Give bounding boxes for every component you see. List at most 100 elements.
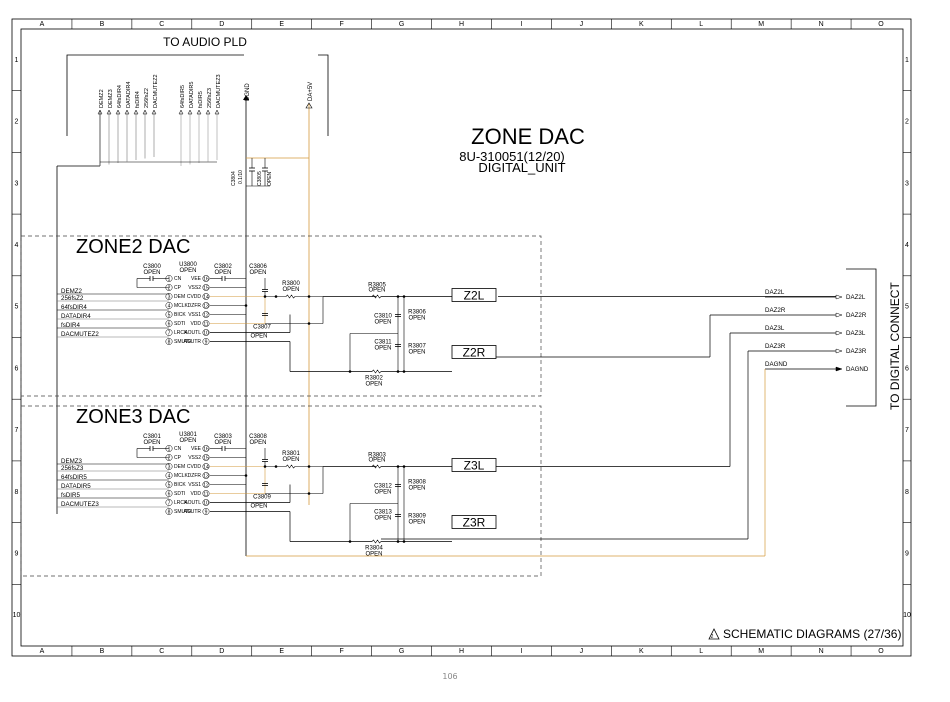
ic-pin-name: SMUTE — [174, 509, 192, 515]
grid-col-label-bottom: O — [878, 648, 884, 655]
junction-dot — [274, 295, 278, 298]
grid-col-label-top: K — [639, 21, 644, 28]
bus-arrow-icon — [214, 109, 220, 115]
ic-pin-left — [165, 293, 173, 300]
c-r-ref: C3813 — [374, 510, 392, 516]
c3804-value: 0.1/10 — [238, 170, 244, 184]
grid-col-label-top: A — [40, 21, 45, 28]
bus-arrow-icon — [106, 109, 112, 115]
ic-pin-name: BICK — [174, 312, 186, 318]
resistor-symbol — [285, 464, 296, 469]
grid-col-label-top: I — [520, 21, 522, 28]
grid-col-label-bottom: N — [819, 648, 824, 655]
connector-pin-label: DAGND — [846, 366, 869, 373]
grid-col-label-bottom: E — [279, 648, 284, 655]
ic-pin-name: LRCK — [174, 500, 188, 506]
input-label: DACMUTEZ2 — [61, 331, 99, 338]
ic-pin-right — [202, 320, 210, 327]
ic-value: OPEN — [179, 438, 196, 444]
ic-pin-right — [202, 338, 210, 345]
r-main-value: OPEN — [282, 457, 299, 463]
ic-pin-right — [202, 284, 210, 291]
connector-arrow-icon — [835, 366, 843, 372]
ic-pin-left — [165, 329, 173, 336]
footer-label: SCHEMATIC DIAGRAMS (27/36) — [723, 627, 901, 641]
junction-dot — [348, 370, 352, 373]
junction-dot — [307, 465, 311, 468]
junction-dot — [396, 540, 400, 543]
digital-connector: TO DIGITAL CONNECT — [846, 268, 902, 410]
grid-row-label-right: 3 — [905, 180, 909, 187]
ic-pin-right — [202, 293, 210, 300]
c-r-value: OPEN — [374, 516, 391, 522]
junction-dot — [396, 465, 400, 468]
ic-pin-number: 6 — [168, 491, 171, 497]
bus-left-label: fsDIR4 — [135, 91, 141, 108]
r-l-value: OPEN — [368, 288, 385, 294]
grid-col-label-bottom: I — [520, 648, 522, 655]
c-l-value: OPEN — [374, 490, 391, 496]
zone-outline — [20, 405, 542, 577]
ic-pin-right — [202, 499, 210, 506]
net-label: DAZ3R — [765, 343, 786, 350]
ic-pin-number: 8 — [168, 509, 171, 515]
ic-pin-name: VEE — [191, 276, 202, 282]
ic-pin-number: 4 — [168, 303, 171, 309]
resistor-symbol — [371, 464, 382, 469]
output-tag-r: Z2R — [463, 346, 486, 360]
ic-pin-number: 1 — [168, 446, 171, 452]
input-label: 64fsDIR5 — [61, 474, 87, 481]
c-r-ref: C3811 — [374, 340, 392, 346]
grid-row-label-right: 9 — [905, 550, 909, 557]
ic-pin-number: 3 — [168, 294, 171, 300]
connector-arrow-icon — [835, 348, 843, 354]
r-l2-value: OPEN — [408, 316, 425, 322]
input-label: DEMZ2 — [61, 288, 83, 295]
ic-pin-number: 4 — [168, 473, 171, 479]
ic-pin-number: 7 — [168, 330, 171, 336]
input-label: 256fsZ2 — [61, 295, 84, 302]
net-label: DAZ3L — [765, 325, 785, 332]
connector-pin-label: DAZ2L — [846, 294, 866, 301]
ic-pin-number: 8 — [168, 339, 171, 345]
connector-pin-label: DAZ3L — [846, 330, 866, 337]
grid-row-label-left: 7 — [15, 427, 19, 434]
c-dec-value: OPEN — [249, 270, 266, 276]
da5v-label: DA+5V — [308, 82, 314, 101]
c-l-value: OPEN — [374, 320, 391, 326]
input-label: DATADIR5 — [61, 483, 91, 490]
grid-row-label-right: 5 — [905, 304, 909, 311]
page-number: 106 — [442, 672, 458, 681]
r-l2-value: OPEN — [408, 486, 425, 492]
c-dec-value: OPEN — [249, 440, 266, 446]
r-main-ref: R3800 — [282, 281, 300, 287]
grid-row-label-right: 1 — [905, 57, 909, 64]
grid-row-label-right: 6 — [905, 365, 909, 372]
input-label: 256fsZ3 — [61, 465, 84, 472]
grid-col-label-top: M — [758, 21, 764, 28]
bus-right-label: DATADIR5 — [189, 82, 195, 108]
junction-dot — [274, 465, 278, 468]
junction-dot — [402, 295, 406, 298]
ic-pin-name: BICK — [174, 482, 186, 488]
c-in-value: OPEN — [143, 440, 160, 446]
ic-pin-number: 9 — [205, 509, 208, 515]
bus-left-label: 256fsZ2 — [144, 88, 150, 108]
ic-pin-name: SDTI — [174, 321, 185, 327]
junction-dot — [307, 492, 311, 495]
ic-pin-right — [202, 275, 210, 282]
junction-dot — [263, 295, 267, 298]
ic-pin-name: DZFR — [188, 473, 202, 479]
ic-ref: U3801 — [179, 432, 197, 438]
ic-pin-number: 16 — [203, 276, 209, 282]
ic-pin-number: 9 — [205, 339, 208, 345]
r-l-ref: R3803 — [368, 453, 386, 459]
bus-left-label: DATADIR4 — [126, 82, 132, 108]
ic-pin-number: 1 — [168, 276, 171, 282]
ic-pin-right — [202, 481, 210, 488]
ic-pin-number: 7 — [168, 500, 171, 506]
ic-pin-name: CP — [174, 285, 182, 291]
output-tag — [451, 458, 497, 472]
net-label: DAGND — [765, 361, 788, 368]
